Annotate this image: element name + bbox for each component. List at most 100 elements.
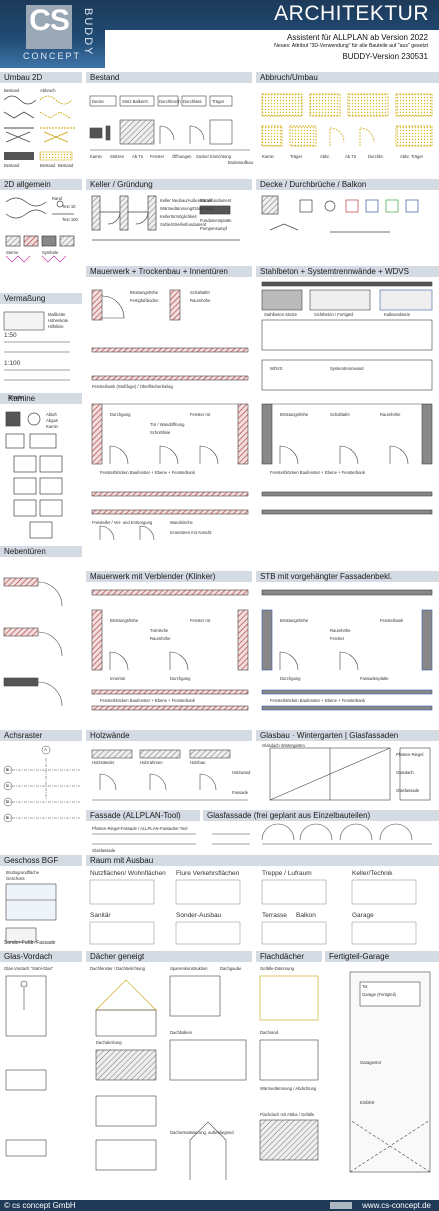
raum-header-0: Nutzflächen/ Wohnflächen [90, 870, 166, 877]
stb-fassade-label-2: Raumhöhe [330, 628, 351, 633]
daecher-label-3: Dachdeckung [96, 1040, 122, 1045]
section-keller: Keller / Gründung [86, 179, 252, 190]
stb-fassade-panel [261, 589, 433, 711]
stahlbeton-label-3: Brüstungshöhe [280, 412, 309, 417]
holz-label-2: Holzbau [190, 760, 206, 765]
logo-subtext: CONCEPT [23, 51, 82, 61]
bestand-caption-5: Sockel [196, 154, 209, 159]
daecher-label-4: Dachbalken [170, 1030, 193, 1035]
2d-allgemein-panel [5, 197, 75, 263]
stb-fassade-label-3: Fenster [330, 636, 345, 641]
section-label: 2D allgemein [4, 180, 51, 189]
page-title: ARCHITEKTUR [274, 2, 429, 25]
logo-text: CS [29, 4, 70, 37]
abbruch-caption-5: Abbr. Träger [400, 154, 424, 159]
section-label: Fassade (ALLPLAN-Tool) [90, 811, 181, 820]
bestand-caption-0: Kamin [90, 154, 102, 159]
buddy-version: BUDDY-Version 230531 [342, 52, 428, 61]
section-umbau-2d: Umbau 2D [0, 72, 82, 83]
axis-label-e: E [6, 815, 9, 820]
stahlbeton-label-7: Systemtrennwand [330, 366, 364, 371]
fassade-tool-label-1: Glasfassade [92, 848, 116, 853]
section-label: Achsraster [4, 731, 43, 740]
bestand-caption-7: Bodenaufbau [228, 160, 253, 165]
abbruch-caption-2: Abbr. [320, 154, 330, 159]
kamine-label-0: Abluft [46, 412, 57, 417]
raum-header2-3: Balkon [296, 912, 316, 919]
verblender-label-3: Raumhöhe [150, 636, 171, 641]
keller-note-0: Keller Neubau/Außenwände [160, 198, 213, 203]
bestand-caption-3: Fenster [150, 154, 165, 159]
umbau-label-bestand-darst: Bestand [40, 163, 56, 168]
glasbau-note-0: Pfosten-Riegel [396, 752, 424, 757]
stahlbeton-window-note: Fensterblöcken Baufenster + Ebene + Fens… [270, 470, 365, 475]
raum-header2-0: Sanitär [90, 912, 111, 919]
nebentueren-panel [3, 577, 63, 707]
stahlbeton-panel [261, 281, 433, 515]
section-label: Abbruch/Umbau [260, 73, 318, 82]
mauerwerk-label-2: Schalttafel [190, 290, 210, 295]
section-achsraster: Achsraster [0, 730, 82, 741]
verblender-label-4: Innentür [110, 676, 126, 681]
vermassung-scale-1: 1:100 [4, 360, 21, 367]
daecher-label-1: Sparrenkonstruktion [170, 966, 208, 971]
section-vermassung: Vermaßung [0, 293, 82, 304]
section-glas-vordach: Glas-Vordach [0, 951, 82, 962]
section-label: Dächer geneigt [90, 952, 145, 961]
stahlbeton-label-1: Sichtbeton / Fertigteil [314, 312, 354, 317]
abbruch-caption-0: Kamin [262, 154, 274, 159]
keller-note-5: Fundamentplatte [200, 218, 232, 223]
keller-panel [91, 195, 240, 241]
allgemein-label-1: Text 10 [62, 204, 76, 209]
vermassung-label-1: Höhenkote [48, 318, 69, 323]
logo-box [26, 5, 72, 49]
raum-header2-2: Terrasse [262, 912, 287, 919]
stb-fassade-label-1: Fensterbank [380, 618, 404, 623]
allgemein-label-0: Rand [52, 196, 63, 201]
verblender-label-1: Fenster rot [190, 618, 211, 623]
abbruch-caption-3: Ab.Tü [345, 154, 357, 159]
mauerwerk-label-9: Wandnische [170, 520, 193, 525]
garage-label-3: Einfahrt [360, 1100, 375, 1105]
stahlbeton-label-5: Raumhöhe [380, 412, 401, 417]
geschoss-panel [5, 883, 57, 943]
bestand-caption-2: Ab.Tü [132, 154, 144, 159]
footer-website-link[interactable]: www.cs-concept.de [362, 1201, 431, 1210]
bestand-caption-1: Stützen [110, 154, 125, 159]
mauerwerk-label-0: Brüstungshöhe [130, 290, 159, 295]
section-verblender: Mauerwerk mit Verblender (Klinker) [86, 571, 252, 582]
garage-label-0: Tor [362, 984, 368, 989]
section-raum: Raum mit Ausbau [86, 855, 439, 866]
vermassung-panel [3, 311, 70, 381]
stahlbeton-label-2: Kalksandstein [384, 312, 411, 317]
flachdaecher-panel [259, 975, 319, 1161]
footer-copyright: © cs concept GmbH [4, 1201, 76, 1210]
allgemein-label-3: Sterne [6, 250, 19, 255]
section-kamine: Kamine Sonder [0, 393, 82, 404]
decke-panel [261, 195, 419, 233]
section-label: Umbau 2D [4, 73, 43, 82]
verblender-label-2: Türnische [150, 628, 169, 633]
garage-label-1: Garage (Fertigteil) [362, 992, 396, 997]
abbruch-panel [261, 93, 433, 147]
umbau-label-bestand-sub: Bestand [4, 163, 20, 168]
section-stahlbeton: Stahlbeton + Systemtrennwände + WDVS [256, 266, 439, 277]
glasbau-panel [269, 747, 431, 801]
mauerwerk-panel [91, 289, 249, 541]
axis-label-c: C [6, 783, 10, 788]
section-mauerwerk: Mauerwerk + Trockenbau + Innentüren [86, 266, 252, 277]
section-holzwaende: Holzwände [86, 730, 252, 741]
flach-label-3: Flachdach mit Attika / Gefälle [260, 1112, 315, 1117]
section-label: Vermaßung [4, 294, 46, 303]
verblender-label-0: Brüstungshöhe [110, 618, 139, 623]
section-geschoss: Geschoss BGF [0, 855, 82, 866]
section-daecher: Dächer geneigt [86, 951, 252, 962]
glasbau-label: Glasdach Wintergarten [262, 743, 305, 748]
section-label: Holzwände [90, 731, 130, 740]
verblender-window-note: Fensterblöcken Baufenster + Ebene + Fens… [100, 698, 195, 703]
header-banner: CS CONCEPT BUDDY ARCHITEKTUR Assistent f… [0, 0, 439, 68]
kamine-label-1: Abgas [46, 418, 58, 423]
keller-note-2: Kellertürmöglichkeit [160, 214, 197, 219]
keller-note-3: Sohle/Streifenfundament [160, 222, 207, 227]
bestand-item-1: Stütz Balkenh. [122, 99, 150, 104]
